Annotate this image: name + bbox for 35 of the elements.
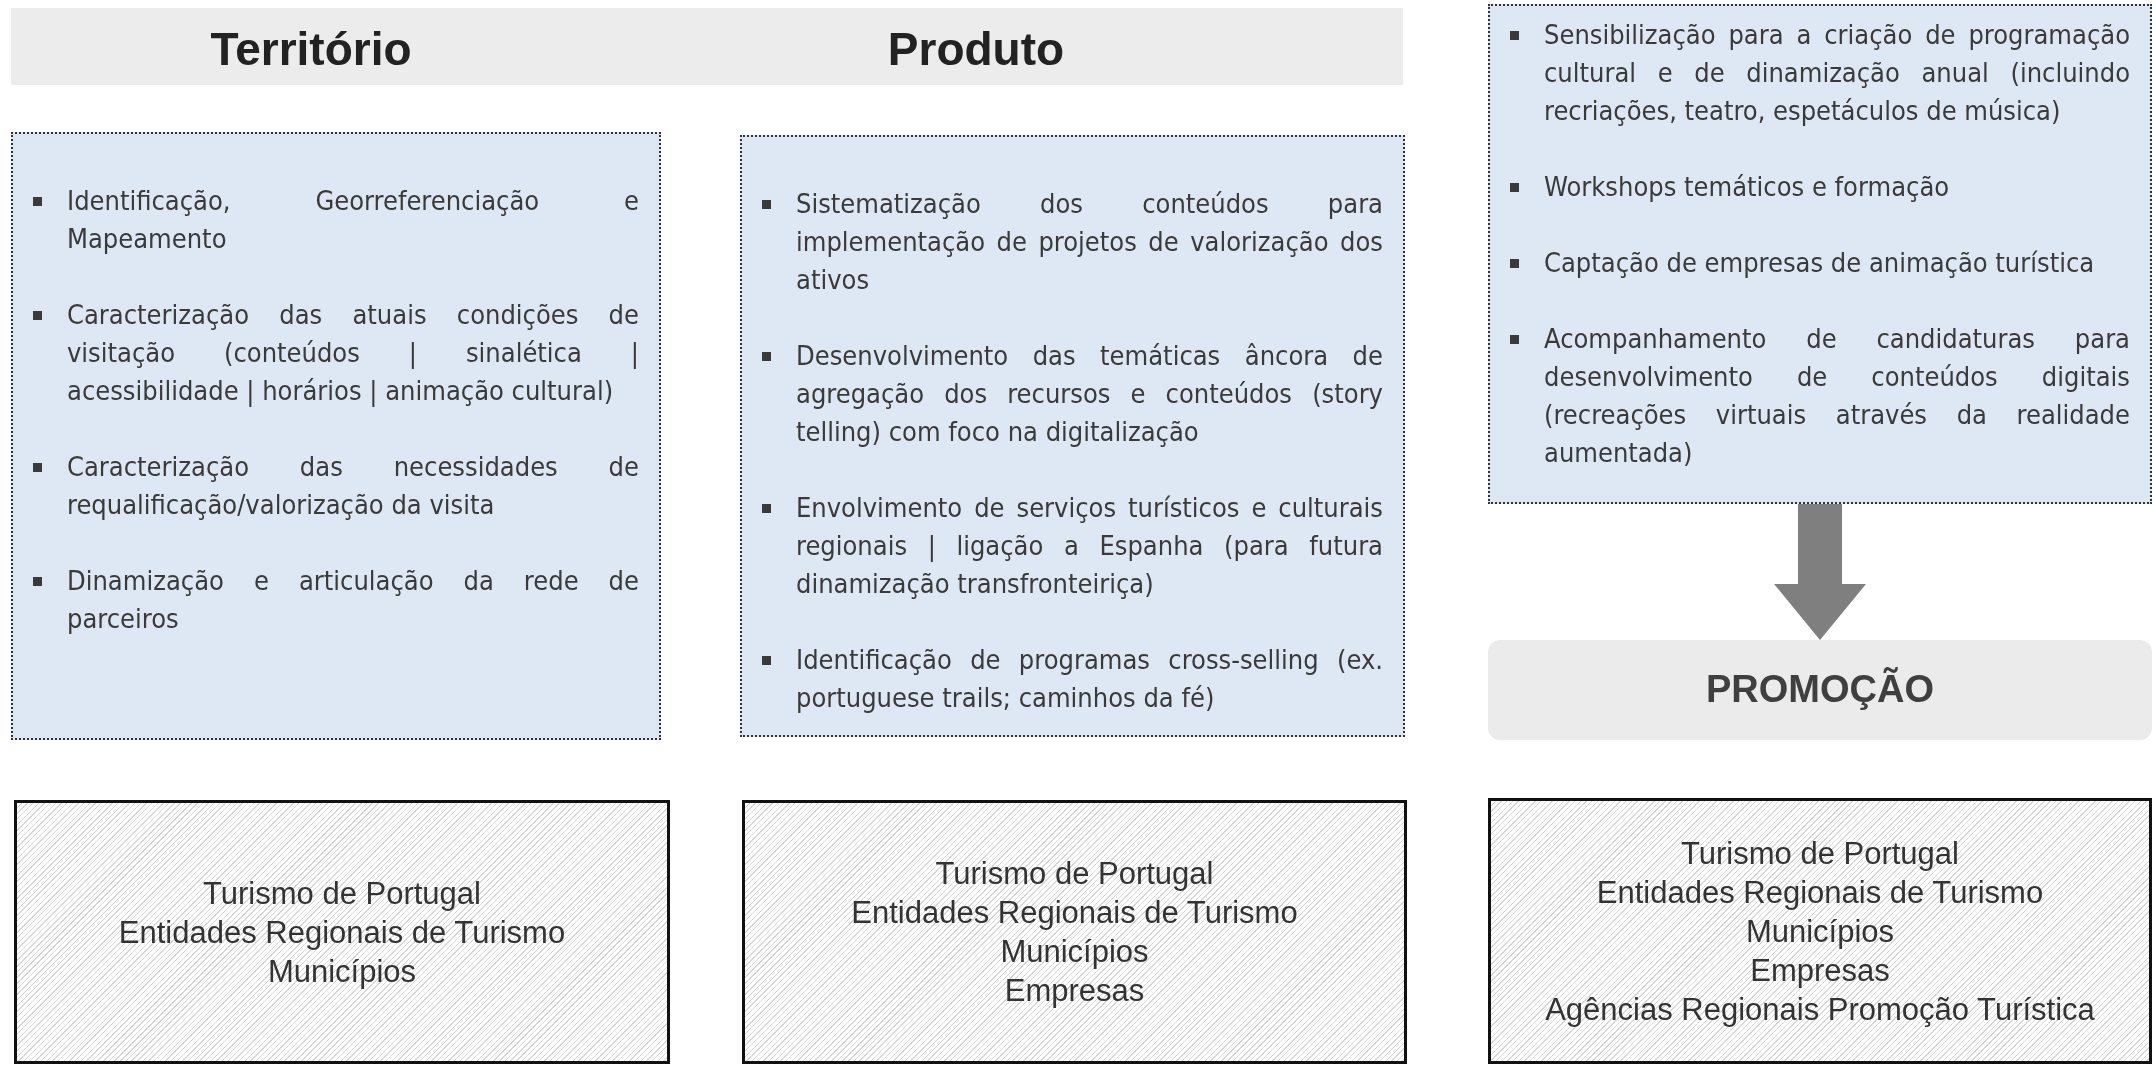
bullet-list-box	[1488, 4, 2152, 504]
stakeholder-name: Municípios	[267, 952, 417, 991]
stakeholder-name: Empresas	[1750, 951, 1890, 990]
bullet-item: Caracterização das atuais condições de visitação (conteúdos | sinalética | acessibilidade | horários | animação cultural)	[67, 298, 639, 409]
bullet-item: Acompanhamento de candidaturas para desenvolvimento de conteúdos digitais (recreações virtuais através da realidade aumentada)	[1544, 322, 2130, 470]
bullet-item: Envolvimento de serviços turísticos e culturais regionais | ligação a Espanha (para futura dinamização transfronteiriça)	[796, 491, 1383, 601]
stakeholder-name: Municípios	[1745, 912, 1895, 951]
column-heading: Território	[209, 22, 413, 76]
bullet-item: Caracterização das necessidades de requalificação/valorização da visita	[67, 450, 639, 522]
stakeholder-name: Turismo de Portugal	[203, 874, 481, 913]
stakeholder-name: Entidades Regionais de Turismo	[1596, 873, 2044, 912]
bullet-list-box	[11, 132, 661, 740]
section-title: PROMOÇÃO	[1705, 668, 1935, 711]
stakeholder-name: Turismo de Portugal	[935, 855, 1214, 893]
bullet-item: Identificação, Georreferenciação e Mapeamento	[67, 184, 639, 256]
bullet-list-box	[740, 135, 1405, 737]
bullet-item: Desenvolvimento das temáticas âncora de agregação dos recursos e conteúdos (story telling) com foco na digitalização	[796, 339, 1383, 449]
stakeholder-name: Agências Regionais Promoção Turística	[1545, 990, 2095, 1029]
block-arrow	[1774, 504, 1866, 640]
stakeholder-name: Municípios	[1000, 933, 1149, 971]
bullet-item: Sistematização dos conteúdos para implementação de projetos de valorização dos ativos	[796, 187, 1383, 297]
bullet-item: Workshops temáticos e formação	[1544, 170, 1951, 204]
bullet-item: Dinamização e articulação da rede de parceiros	[67, 564, 639, 636]
stakeholder-box	[742, 800, 1407, 1064]
bullet-item: Captação de empresas de animação turística	[1544, 246, 2096, 280]
bullet-item: Sensibilização para a criação de programação cultural e de dinamização anual (incluindo recriações, teatro, espetáculos de música)	[1544, 18, 2130, 128]
stakeholder-box	[14, 800, 670, 1064]
stakeholder-name: Empresas	[1004, 972, 1145, 1010]
stakeholder-name: Turismo de Portugal	[1681, 834, 1959, 873]
bullet-item: Identificação de programas cross-selling (ex. portuguese trails; caminhos da fé)	[796, 643, 1383, 715]
stakeholder-name: Entidades Regionais de Turismo	[118, 913, 566, 952]
section-panel	[1488, 640, 2152, 740]
stakeholder-name: Entidades Regionais de Turismo	[851, 894, 1298, 932]
stakeholder-box	[1488, 798, 2152, 1064]
column-heading: Produto	[886, 22, 1066, 76]
